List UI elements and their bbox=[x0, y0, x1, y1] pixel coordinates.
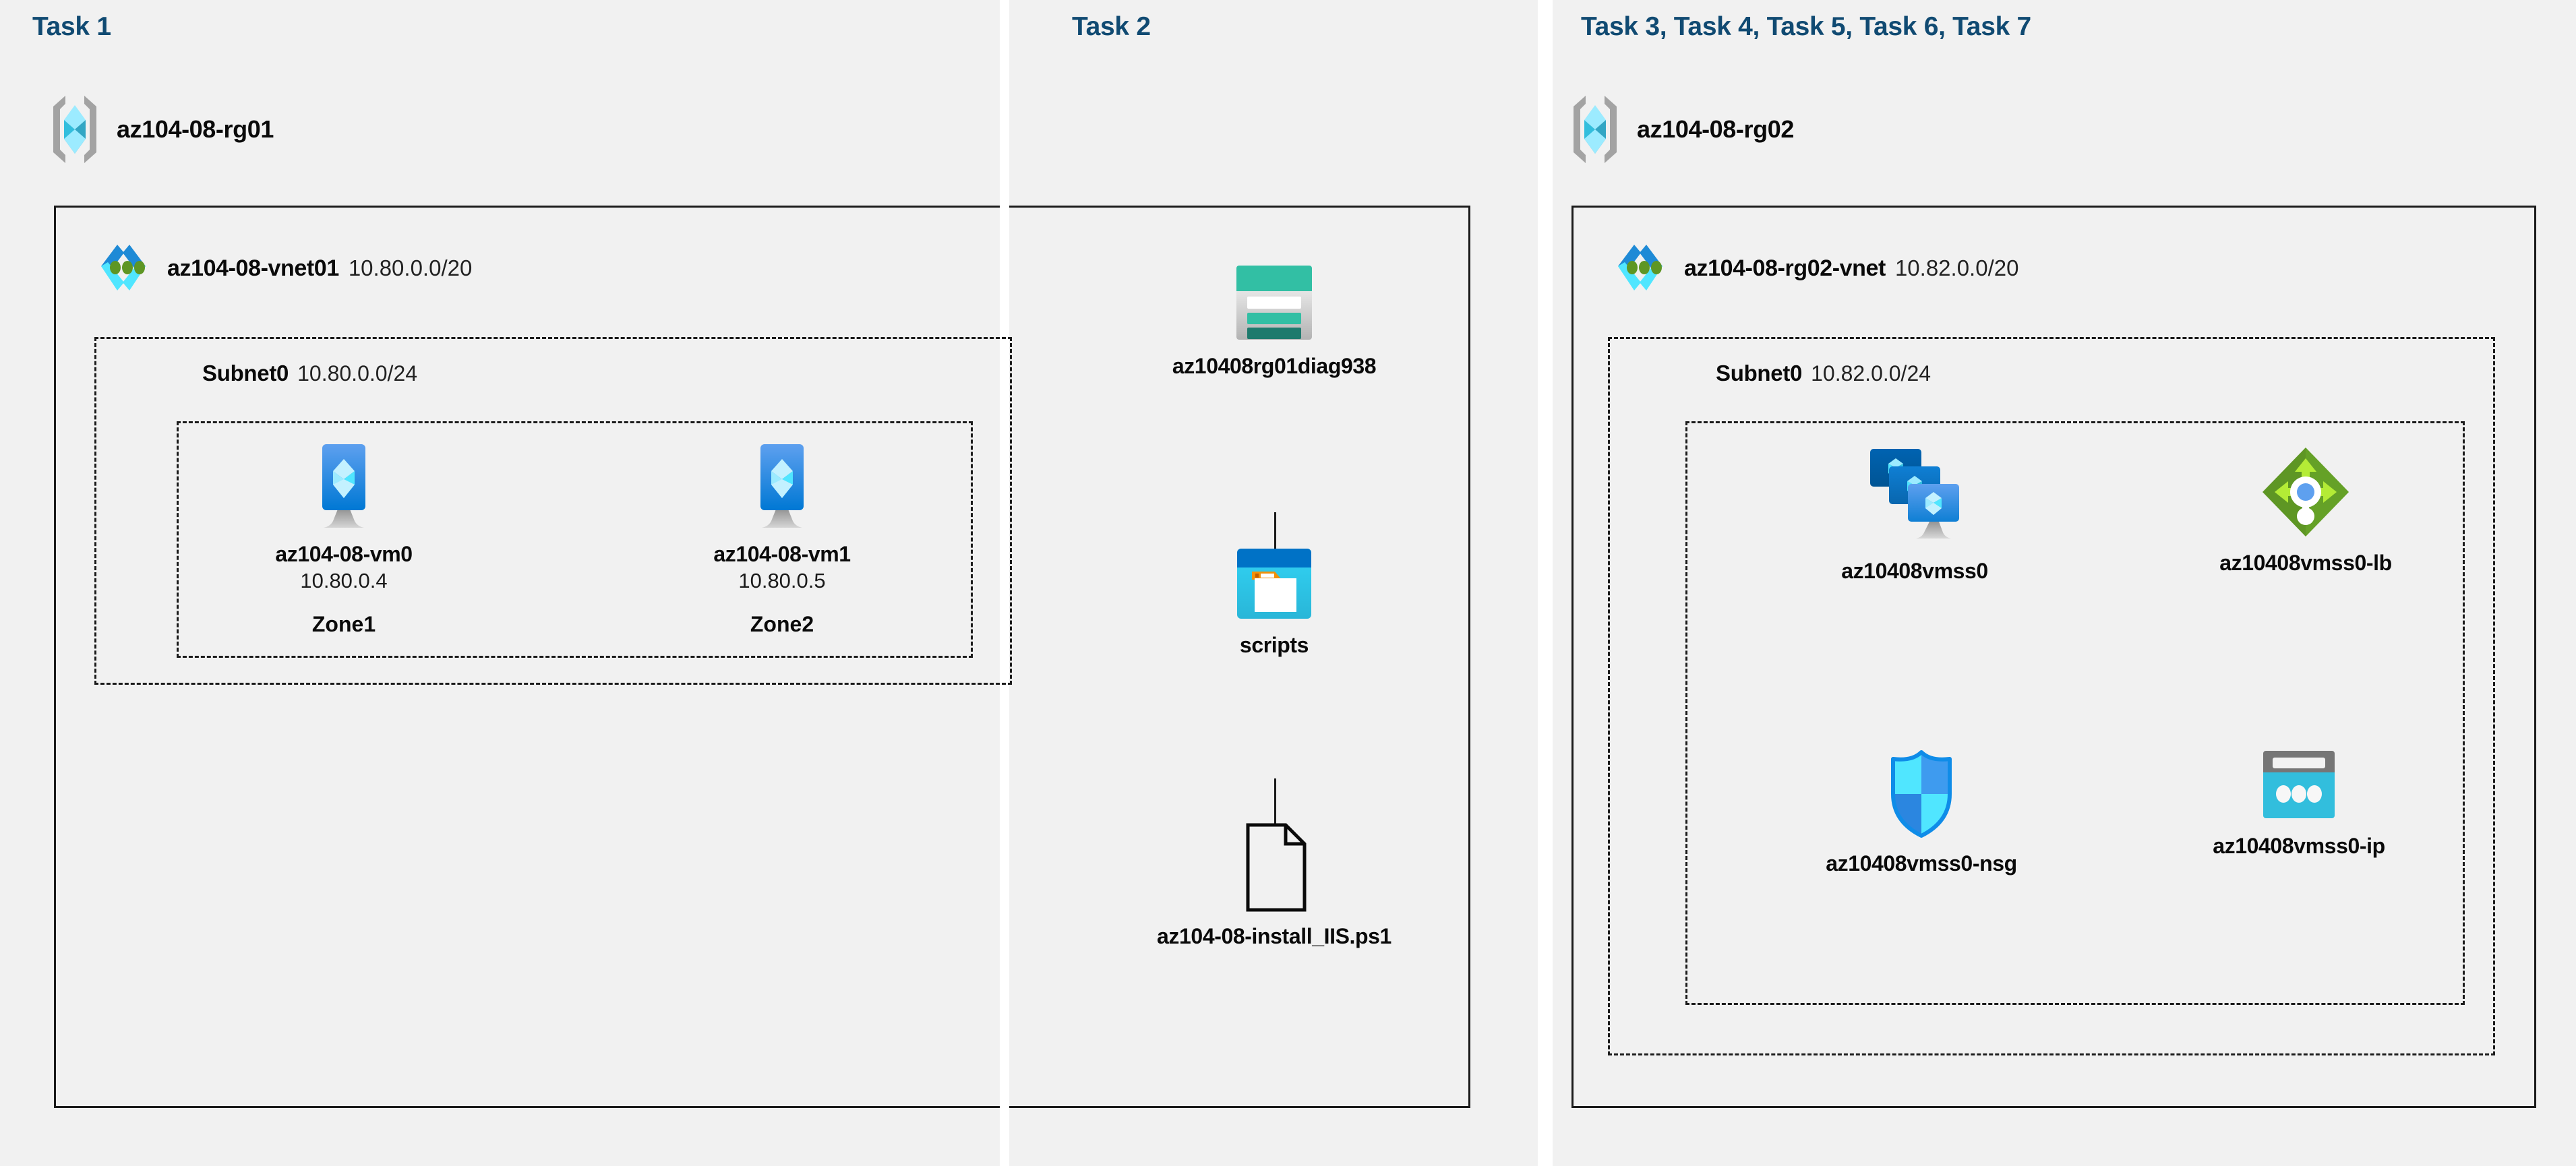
file-name-label: az104-08-install_IIS.ps1 bbox=[1157, 924, 1391, 948]
subnet-label-panel3: Subnet0 10.82.0.0/24 bbox=[1716, 361, 1931, 386]
vm-zone-label: Zone2 bbox=[750, 612, 814, 637]
subnet-name: Subnet0 bbox=[1716, 361, 1803, 386]
subnet-boundary-panel3 bbox=[1608, 337, 2495, 1055]
vnet-boundary-rg02-vnet bbox=[1571, 206, 2536, 1108]
file-icon bbox=[1085, 822, 1463, 913]
vm-scale-set-icon bbox=[1780, 445, 2049, 547]
task-1-title: Task 1 bbox=[32, 12, 111, 41]
vnet-cidr-label: 10.80.0.0/20 bbox=[348, 255, 473, 280]
subnet-boundary-panel1 bbox=[94, 337, 1012, 685]
connector-container-to-file bbox=[1274, 778, 1276, 834]
virtual-machine-icon bbox=[263, 441, 425, 530]
storage-account-node[interactable]: az10408rg01diag938 bbox=[1133, 263, 1416, 379]
resource-group-rg02: az104-08-rg02 bbox=[1571, 94, 1794, 164]
load-balancer-node[interactable]: az10408vmss0-lb bbox=[2151, 445, 2461, 576]
vm-zone-label: Zone1 bbox=[311, 612, 376, 637]
resource-group-icon bbox=[51, 94, 99, 164]
network-security-group-node[interactable]: az10408vmss0-nsg bbox=[1766, 748, 2076, 877]
network-security-group-icon bbox=[1766, 748, 2076, 840]
blob-container-icon bbox=[1200, 546, 1348, 621]
panel-gap-1 bbox=[1000, 0, 1009, 1166]
task-2-title: Task 2 bbox=[1072, 12, 1151, 41]
vnet-cidr-label: 10.82.0.0/20 bbox=[1894, 255, 2019, 280]
vm-node-1[interactable]: az104-08-vm1 10.80.0.5 Zone2 bbox=[701, 441, 863, 637]
vm-ip-label: 10.80.0.5 bbox=[738, 569, 826, 593]
vm-name-label: az104-08-vm1 bbox=[713, 542, 851, 566]
vm-scale-set-node[interactable]: az10408vmss0 bbox=[1780, 445, 2049, 584]
task-panel-1 bbox=[0, 0, 1000, 1166]
task-panel-3 bbox=[1553, 0, 2576, 1166]
zone-group-boundary-panel1 bbox=[177, 421, 973, 658]
storage-account-label: az10408rg01diag938 bbox=[1172, 354, 1377, 378]
vnet-header-rg02-vnet: az104-08-rg02-vnet 10.82.0.0/20 bbox=[1611, 239, 2018, 297]
resource-group-boundary-panel3 bbox=[1685, 421, 2465, 1005]
vm-scale-set-label: az10408vmss0 bbox=[1841, 559, 1988, 583]
subnet-cidr: 10.82.0.0/24 bbox=[1811, 361, 1931, 386]
connector-storage-to-container bbox=[1274, 512, 1276, 561]
subnet-name: Subnet0 bbox=[202, 361, 289, 386]
resource-group-icon bbox=[1571, 94, 1619, 164]
virtual-network-icon bbox=[94, 239, 152, 297]
resource-group-rg01: az104-08-rg01 bbox=[51, 94, 274, 164]
vm-node-0[interactable]: az104-08-vm0 10.80.0.4 Zone1 bbox=[263, 441, 425, 637]
task-3-7-title: Task 3, Task 4, Task 5, Task 6, Task 7 bbox=[1581, 12, 2031, 41]
virtual-machine-icon bbox=[701, 441, 863, 530]
blob-container-label: scripts bbox=[1239, 633, 1309, 657]
public-ip-address-node[interactable]: az10408vmss0-ip bbox=[2151, 748, 2447, 859]
file-node[interactable]: az104-08-install_IIS.ps1 bbox=[1085, 822, 1463, 950]
vnet-name-label: az104-08-vnet01 bbox=[167, 255, 339, 281]
vnet-header-vnet01: az104-08-vnet01 10.80.0.0/20 bbox=[94, 239, 472, 297]
subnet-cidr: 10.80.0.0/24 bbox=[297, 361, 418, 386]
load-balancer-label: az10408vmss0-lb bbox=[2219, 551, 2392, 575]
storage-account-icon bbox=[1133, 263, 1416, 342]
resource-group-label: az104-08-rg02 bbox=[1637, 115, 1794, 143]
virtual-network-icon bbox=[1611, 239, 1669, 297]
vnet-name-label: az104-08-rg02-vnet bbox=[1684, 255, 1886, 281]
public-ip-address-label: az10408vmss0-ip bbox=[2213, 834, 2385, 858]
public-ip-address-icon bbox=[2151, 748, 2447, 822]
resource-group-label: az104-08-rg01 bbox=[117, 115, 274, 143]
vm-ip-label: 10.80.0.4 bbox=[300, 569, 388, 593]
subnet-label-panel1: Subnet0 10.80.0.0/24 bbox=[202, 361, 417, 386]
blob-container-node[interactable]: scripts bbox=[1200, 546, 1348, 658]
vm-name-label: az104-08-vm0 bbox=[275, 542, 413, 566]
network-security-group-label: az10408vmss0-nsg bbox=[1826, 851, 2017, 876]
vnet-boundary-vnet01 bbox=[54, 206, 1470, 1108]
panel-gap-2 bbox=[1538, 0, 1553, 1166]
load-balancer-icon bbox=[2151, 445, 2461, 539]
